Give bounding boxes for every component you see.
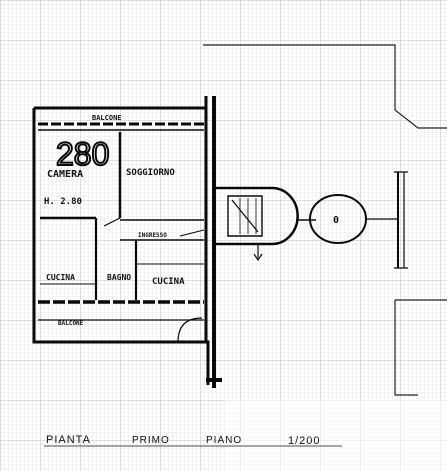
graph-paper-lower-clear	[225, 400, 447, 471]
elevator-shaft	[296, 171, 408, 269]
staircase	[216, 186, 299, 262]
caption-scale: 1/200	[288, 435, 321, 447]
hallway-label: INGRESSO	[138, 232, 167, 239]
bathroom-label: BAGNO	[107, 273, 131, 282]
kitchenette-label: CUCINA	[46, 273, 75, 282]
caption-word: PIANO	[206, 435, 242, 446]
balcony-top-label: BALCONE	[92, 114, 122, 122]
drawing-caption: PIANTA PRIMO PIANO 1/200	[44, 434, 342, 447]
bedroom-label: CAMERA	[47, 169, 83, 180]
door-swing	[177, 317, 203, 343]
elevator-label: 0	[333, 215, 339, 226]
balcony-rails	[38, 122, 204, 321]
sheet-number: 280	[56, 136, 109, 172]
caption-floor: PRIMO	[132, 435, 170, 446]
kitchen-label: CUCINA	[152, 277, 185, 287]
interior-walls	[40, 132, 205, 300]
outer-walls	[32, 96, 222, 388]
site-boundary	[203, 44, 447, 396]
balcony-bottom-label: BALCONE	[58, 320, 84, 327]
room-height-label: H. 2.80	[44, 197, 82, 207]
living-room-label: SOGGIORNO	[126, 168, 175, 178]
caption-title: PIANTA	[46, 434, 91, 446]
